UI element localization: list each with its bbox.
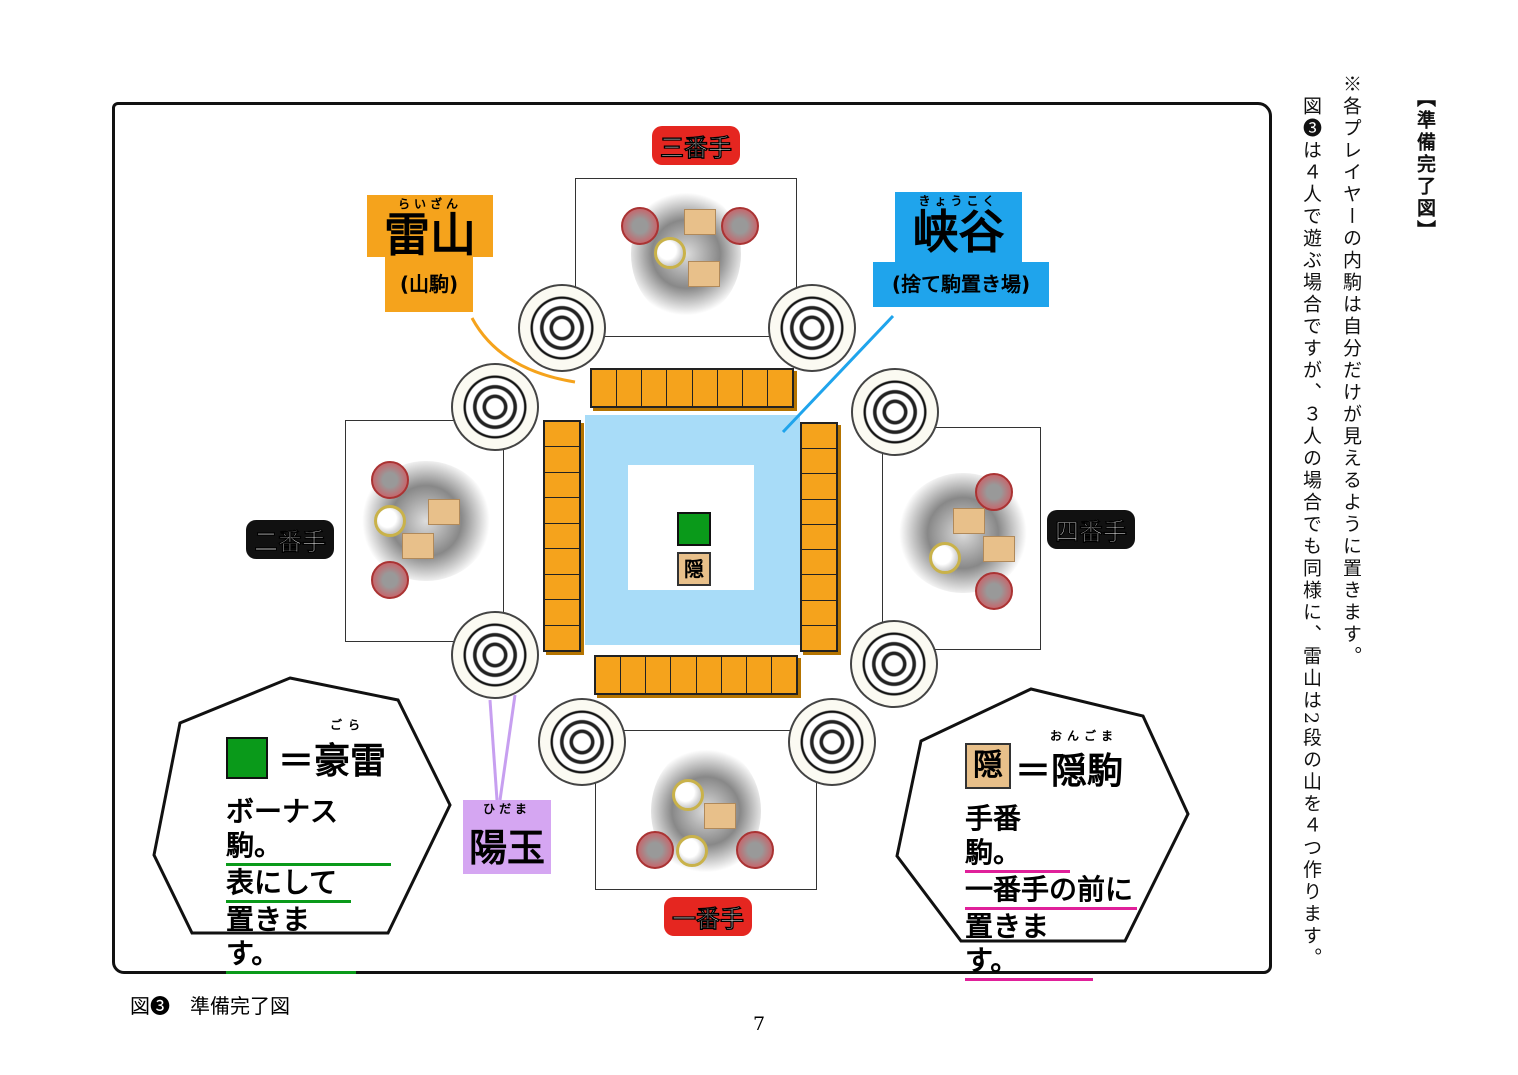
text-line: 手番駒。 bbox=[965, 802, 1070, 873]
disc-emblem bbox=[768, 284, 856, 372]
kyokoku-label: きょうこく 峡谷 bbox=[895, 192, 1022, 262]
player-label-fourth: 四番手 bbox=[1047, 510, 1135, 549]
gorai-icon bbox=[226, 737, 268, 779]
figure-caption: 図❸ 準備完了図 bbox=[130, 994, 290, 1018]
text-line: 一番手の前に bbox=[965, 873, 1137, 910]
disc-emblem bbox=[851, 368, 939, 456]
raizan-label: らいざん 雷山 bbox=[367, 195, 493, 258]
kyokoku-sub: (捨て駒置き場) bbox=[873, 262, 1049, 307]
raizan-wall-bottom bbox=[594, 655, 798, 695]
note-text: ※各プレイヤーの内駒は自分だけが見えるように置きます。 bbox=[1340, 74, 1362, 668]
player-mat-first bbox=[595, 730, 817, 890]
player-label-third: 三番手 bbox=[652, 126, 740, 165]
raizan-wall-left bbox=[543, 420, 581, 652]
raizan-wall-top bbox=[590, 368, 794, 408]
description-text: 図❸は４人で遊ぶ場合ですが、３人の場合でも同様に、雷山は2段の山を４つ作ります。 bbox=[1300, 96, 1322, 970]
disc-emblem bbox=[451, 363, 539, 451]
hidama-title: 陽玉 bbox=[468, 826, 545, 870]
disc-emblem bbox=[850, 620, 938, 708]
disc-emblem bbox=[518, 284, 606, 372]
kyokoku-title: 峡谷 bbox=[912, 205, 1005, 259]
text-line: ボーナス駒。 bbox=[226, 795, 391, 866]
section-heading: 【準備完了図】 bbox=[1414, 88, 1436, 242]
player-label-second: 二番手 bbox=[246, 520, 334, 559]
gorai-equals: ＝豪雷 bbox=[278, 741, 387, 782]
text-line: 表にして bbox=[226, 866, 351, 903]
gorai-description: ボーナス駒。 表にして 置きます。 bbox=[226, 795, 391, 974]
ongoma-ruby: おんごま bbox=[1050, 729, 1119, 743]
player-mat-second bbox=[345, 420, 504, 642]
text-line: 置きます。 bbox=[226, 903, 356, 974]
raizan-sub: (山駒) bbox=[385, 257, 473, 312]
ongoma-description: 手番駒。 一番手の前に 置きます。 bbox=[965, 802, 1137, 981]
raizan-wall-right bbox=[800, 422, 838, 652]
ongoma-icon: 隠 bbox=[965, 743, 1011, 789]
ongoma-equals: ＝隠駒 bbox=[1015, 751, 1124, 792]
hidama-label: ひだま 陽玉 bbox=[463, 800, 551, 874]
disc-emblem bbox=[788, 698, 876, 786]
player-label-first: 一番手 bbox=[664, 897, 752, 936]
ongoma-piece: 隠 bbox=[677, 552, 711, 586]
gorai-piece bbox=[677, 512, 711, 546]
gorai-ruby: ごら bbox=[330, 718, 367, 732]
text-line: 置きます。 bbox=[965, 910, 1093, 981]
disc-emblem bbox=[451, 611, 539, 699]
page-number: 7 bbox=[753, 1013, 766, 1035]
player-mat-third bbox=[575, 178, 797, 337]
raizan-title: 雷山 bbox=[384, 208, 476, 262]
player-mat-fourth bbox=[882, 427, 1041, 650]
disc-emblem bbox=[538, 698, 626, 786]
board-frame bbox=[112, 102, 1272, 974]
